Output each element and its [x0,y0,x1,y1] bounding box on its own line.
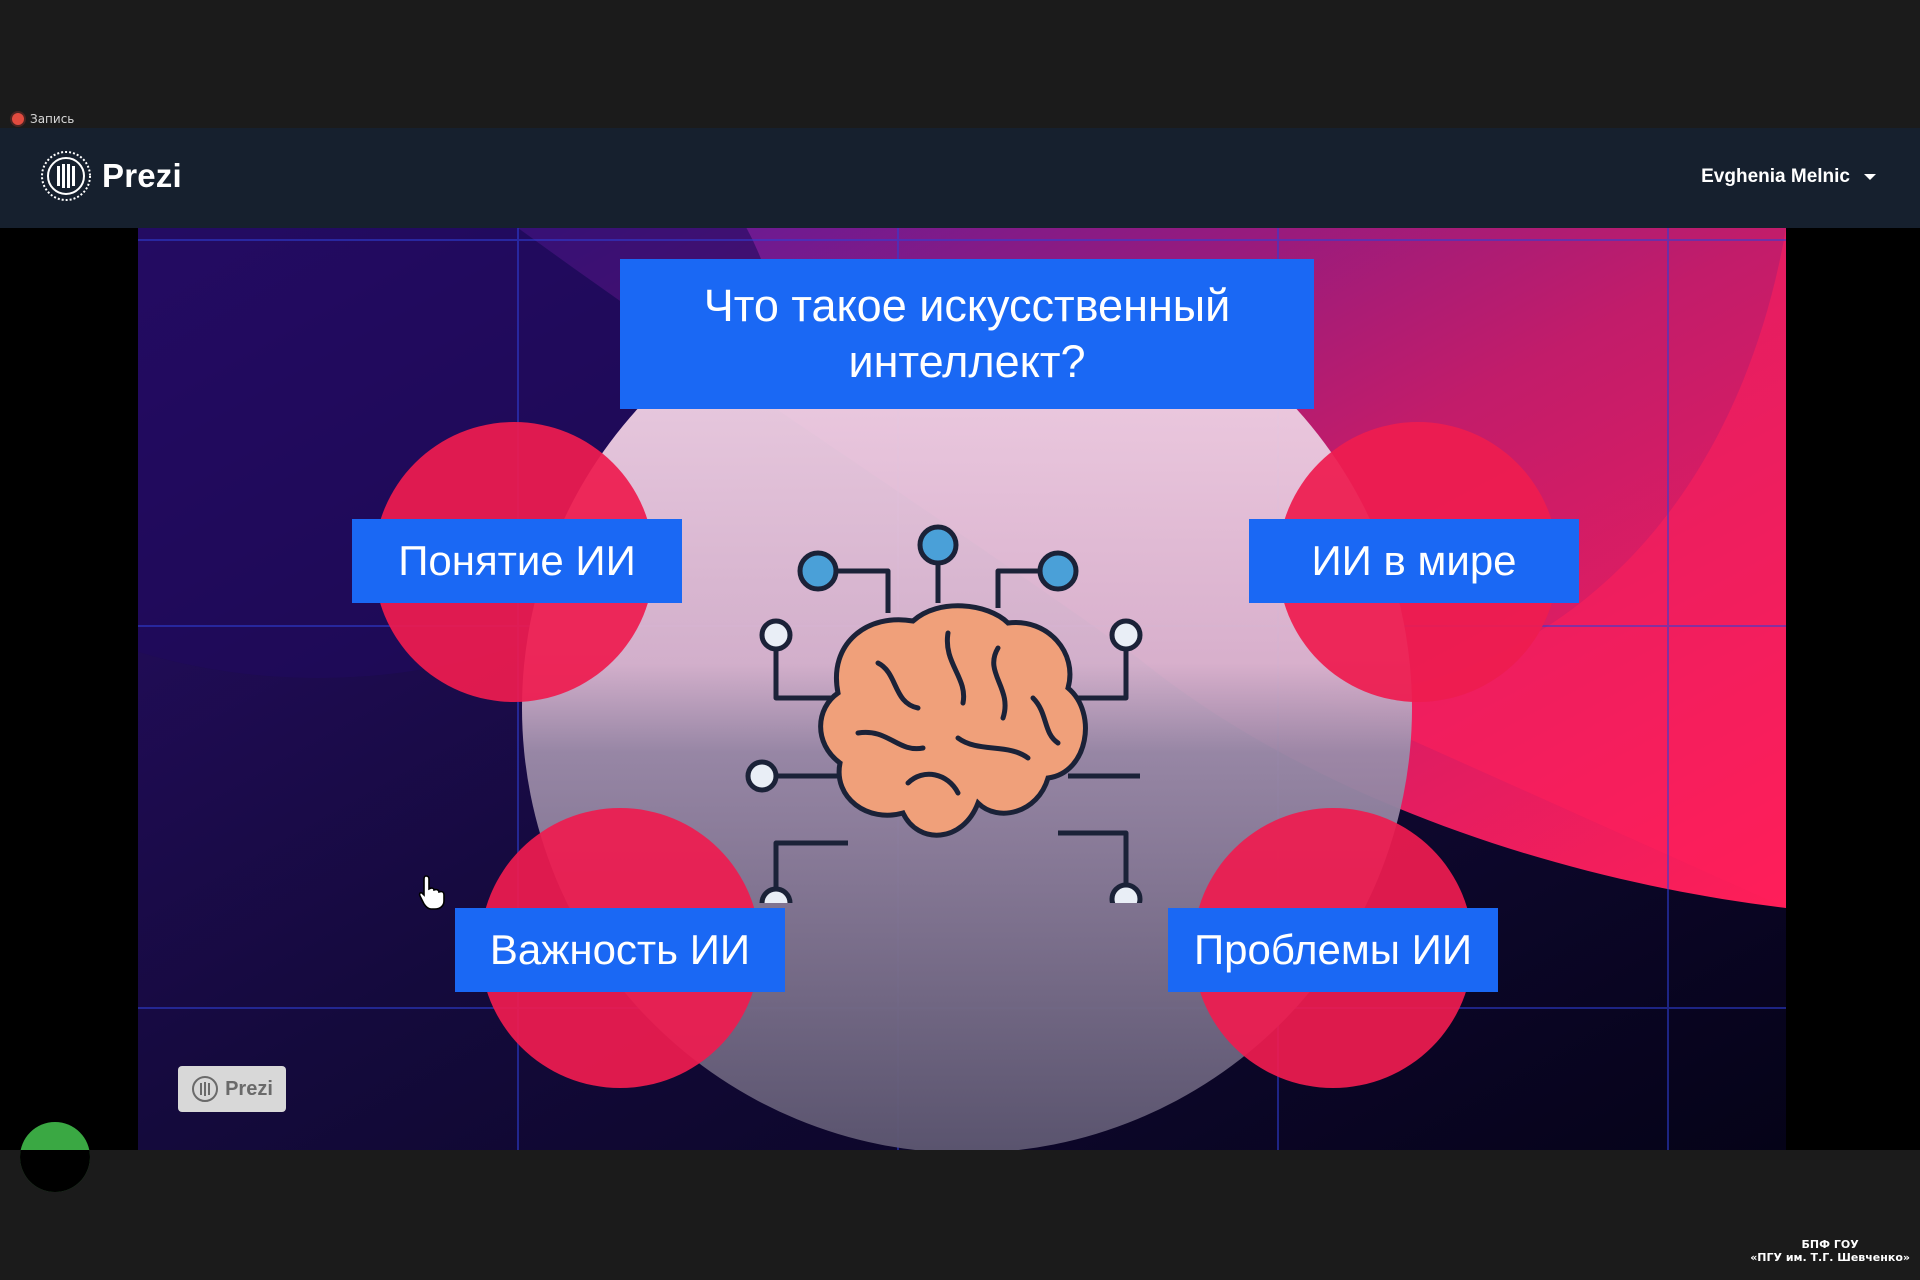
slide-title[interactable]: Что такое искусственный интеллект? [620,259,1314,409]
participant-avatar[interactable] [20,1122,90,1192]
corner-watermark: БПФ ГОУ «ПГУ им. Т.Г. Шевченко» [1750,1238,1910,1264]
user-menu[interactable]: Evghenia Melnic [1701,166,1876,188]
topic-concept[interactable]: Понятие ИИ [352,519,682,603]
prezi-logo-icon [192,1076,219,1102]
topic-importance[interactable]: Важность ИИ [455,908,785,992]
topic-world[interactable]: ИИ в мире [1249,519,1579,603]
watermark-line2: «ПГУ им. Т.Г. Шевченко» [1750,1251,1910,1264]
prezi-brand[interactable]: Prezi [40,150,182,202]
hand-cursor-icon [418,874,446,915]
recording-indicator: Запись [12,112,74,126]
presentation-slide: Что такое искусственный интеллект? Понят… [138,228,1786,1150]
watermark-line1: БПФ ГОУ [1801,1238,1859,1251]
prezi-badge-label: Prezi [225,1077,273,1100]
user-name: Evghenia Melnic [1701,166,1850,187]
prezi-app-name: Prezi [102,157,182,194]
chevron-down-icon [1864,174,1876,180]
recording-label: Запись [30,112,75,126]
brain-circuit-icon [745,524,1143,903]
prezi-logo-icon [40,150,92,202]
record-icon [12,113,24,125]
prezi-header: Prezi Evghenia Melnic [0,128,1920,228]
topic-problems[interactable]: Проблемы ИИ [1168,908,1498,992]
bottom-bar [0,1150,1920,1280]
prezi-watermark-badge[interactable]: Prezi [178,1066,286,1112]
